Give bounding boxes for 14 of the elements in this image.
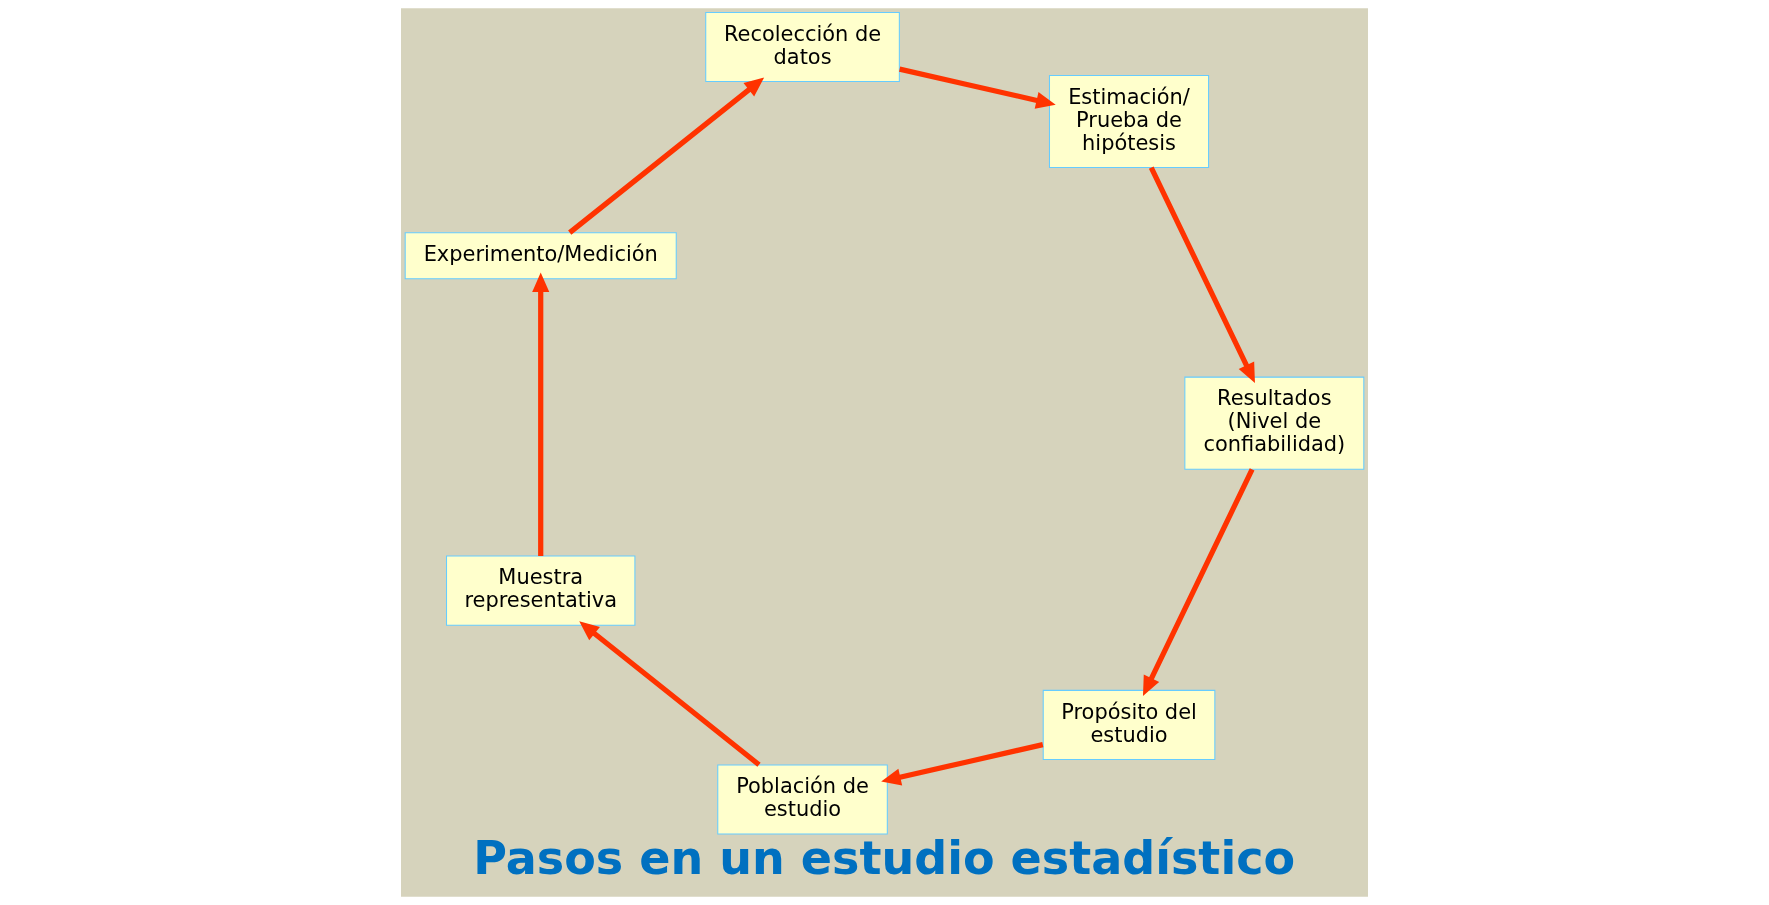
arrow xyxy=(881,742,1044,786)
arrow xyxy=(1148,166,1255,383)
arrow xyxy=(1142,468,1255,696)
node-box: Muestra representativa xyxy=(446,555,636,626)
node-box: Experimento/Medición xyxy=(404,232,677,280)
node-box: Resultados (Nivel de confiabilidad) xyxy=(1184,376,1365,470)
node-box: Propósito del estudio xyxy=(1042,689,1216,760)
node-box: Recolección de datos xyxy=(705,11,900,82)
arrow xyxy=(532,272,550,557)
arrow xyxy=(568,77,765,235)
arrow xyxy=(899,66,1056,109)
node-box: Población de estudio xyxy=(717,764,888,835)
arrow xyxy=(579,621,761,767)
node-box: Estimación/ Prueba de hipótesis xyxy=(1048,74,1210,169)
